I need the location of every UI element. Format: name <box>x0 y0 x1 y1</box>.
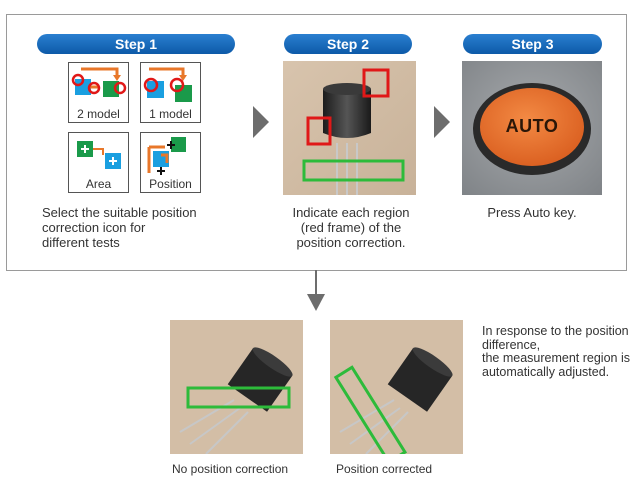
auto-key-label: AUTO <box>505 116 559 136</box>
step-2-caption-line: Indicate each region <box>292 205 410 220</box>
step-arrow-icon <box>253 106 269 138</box>
step-1-caption-line: different tests <box>42 235 120 250</box>
step-2-caption: Indicate each region (red frame) of the … <box>268 205 434 250</box>
auto-key-photo: AUTO <box>462 61 602 195</box>
step-1-label: Step 1 <box>37 34 235 54</box>
area-icon: Area <box>68 132 129 193</box>
2-model-label: 2 model <box>77 107 120 121</box>
1-model-icon: 1 model <box>140 62 201 123</box>
down-arrow-icon <box>307 270 325 311</box>
position-label: Position <box>149 177 192 191</box>
step-arrow-icon <box>434 106 450 138</box>
step-2-label: Step 2 <box>284 34 412 54</box>
no-correction-diagram <box>170 320 303 454</box>
2-model-glyph <box>71 67 127 97</box>
note-line: In response to the position <box>482 325 629 338</box>
step-1-caption-line: Select the suitable position <box>42 205 197 220</box>
step-2-caption-line: (red frame) of the <box>300 220 402 235</box>
position-icon: Position <box>140 132 201 193</box>
step-1-caption-line: correction icon for <box>42 220 146 235</box>
note-line: difference, <box>482 337 541 352</box>
area-glyph <box>77 141 121 169</box>
area-label: Area <box>85 177 112 191</box>
step-3-caption: Press Auto key. <box>462 205 602 220</box>
position-glyph <box>147 137 186 175</box>
transistor-photo <box>283 61 416 195</box>
no-correction-photo <box>170 320 303 454</box>
note-clip: In response to the position difference, … <box>482 325 635 395</box>
step-2-caption-line: position correction. <box>296 235 406 250</box>
1-model-label: 1 model <box>149 107 192 121</box>
corrected-caption: Position corrected <box>336 462 433 476</box>
note-line: the measurement region is <box>482 351 630 365</box>
corrected-photo <box>330 320 463 454</box>
1-model-glyph <box>143 67 192 102</box>
step-3-caption-line: Press Auto key. <box>487 205 577 220</box>
step-1-caption: Select the suitable position correction … <box>42 205 252 250</box>
transistor-region-diagram <box>283 61 416 195</box>
note-line: automatically adjusted. <box>482 364 610 379</box>
corrected-diagram <box>330 320 463 454</box>
adjustment-note: In response to the position difference, … <box>482 325 635 379</box>
step-3-label: Step 3 <box>463 34 602 54</box>
2-model-icon: 2 model <box>68 62 129 123</box>
no-correction-caption: No position correction <box>172 462 289 476</box>
auto-key-graphic <box>462 61 602 195</box>
